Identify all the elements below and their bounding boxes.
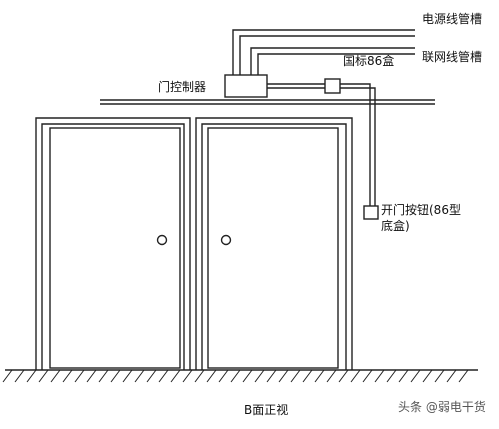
watermark-prefix: 头条: [398, 400, 423, 414]
ground-hatch-line: [266, 369, 277, 383]
ground-hatch-line: [410, 369, 421, 383]
ground-hatch-line: [386, 369, 397, 383]
ground-hatch-line: [422, 369, 433, 383]
ground-hatch-line: [302, 369, 313, 383]
right-door-knob: [220, 234, 232, 246]
ground-hatch-line: [50, 369, 61, 383]
ground-hatch-line: [38, 369, 49, 383]
ground-hatch-line: [206, 369, 217, 383]
ground-hatch-line: [98, 369, 109, 383]
ground-hatch-line: [218, 369, 229, 383]
ground-hatch-line: [230, 369, 241, 383]
controller-to-box-wire: [267, 83, 325, 89]
ground-hatch-line: [146, 369, 157, 383]
watermark-handle: @弱电干货: [425, 400, 486, 414]
ground-hatch-line: [122, 369, 133, 383]
ground-hatch-line: [446, 369, 457, 383]
ground-hatch-line: [158, 369, 169, 383]
left-door-knob: [156, 234, 168, 246]
network-conduit-label: 联网线管槽: [422, 50, 483, 64]
ceiling-line: [100, 99, 435, 105]
view-caption: B面正视: [244, 403, 289, 417]
ground: [2, 369, 478, 383]
box-to-button-wire: [340, 83, 376, 206]
ground-hatch-line: [62, 369, 73, 383]
ground-hatch-line: [194, 369, 205, 383]
network-conduit: [250, 47, 415, 75]
ground-hatch-line: [434, 369, 445, 383]
ground-hatch-line: [170, 369, 181, 383]
gb86-box: [324, 78, 341, 94]
ground-hatch-line: [398, 369, 409, 383]
ground-hatch-line: [314, 369, 325, 383]
power-conduit-label: 电源线管槽: [422, 12, 483, 26]
ground-hatch-line: [458, 369, 469, 383]
power-conduit: [232, 29, 415, 75]
ground-hatch-line: [278, 369, 289, 383]
watermark: 头条 @弱电干货: [398, 398, 486, 415]
ground-hatch-line: [14, 369, 25, 383]
door-controller-box: [224, 74, 268, 98]
ground-hatch-line: [86, 369, 97, 383]
ground-hatch-line: [326, 369, 337, 383]
ground-hatch-line: [338, 369, 349, 383]
right-door: [195, 117, 353, 370]
left-door: [35, 117, 191, 370]
gb86-box-label: 国标86盒: [343, 54, 395, 68]
ground-hatch-line: [110, 369, 121, 383]
ground-hatch-line: [2, 369, 13, 383]
ground-hatch-line: [74, 369, 85, 383]
exit-button-box: [363, 205, 379, 220]
ground-hatch-line: [26, 369, 37, 383]
ground-hatch-line: [134, 369, 145, 383]
door-controller-label: 门控制器: [158, 80, 207, 94]
ground-hatch-line: [374, 369, 385, 383]
ground-hatch-line: [362, 369, 373, 383]
ground-hatch-line: [254, 369, 265, 383]
ground-hatch-line: [182, 369, 193, 383]
ground-hatch-line: [290, 369, 301, 383]
ground-hatch-line: [350, 369, 361, 383]
exit-button-label-line1: 开门按钮(86型: [381, 203, 461, 217]
exit-button-label-line2: 底盒): [381, 219, 410, 233]
ground-hatch-line: [242, 369, 253, 383]
